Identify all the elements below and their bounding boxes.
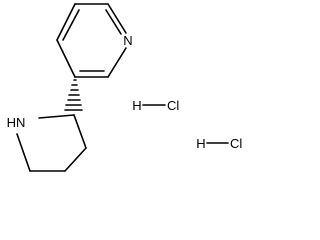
- bond: [107, 3, 127, 34]
- bond: [56, 39, 76, 78]
- bond: [56, 3, 76, 41]
- bond: [64, 147, 87, 172]
- pyridine-nitrogen-label: N: [123, 33, 132, 48]
- bond: [16, 133, 31, 172]
- hcl-salt-1: H Cl: [132, 98, 179, 113]
- salt-chlorine-label: Cl: [230, 136, 242, 151]
- bond: [107, 47, 127, 78]
- salt-hydrogen-label: H: [132, 98, 141, 113]
- hcl-salt-2: H Cl: [196, 136, 242, 151]
- double-bond-inner: [105, 9, 122, 35]
- salt-chlorine-label: Cl: [167, 98, 179, 113]
- chemical-structure: N HN H Cl H Cl: [7, 3, 242, 172]
- pyrrolidine-nh-label: HN: [7, 115, 26, 130]
- salt-hydrogen-label: H: [196, 136, 205, 151]
- bond: [38, 114, 75, 119]
- pyridine-ring: [56, 3, 127, 78]
- double-bond-inner: [62, 9, 80, 41]
- bond: [73, 114, 87, 149]
- hashed-wedge-bond: [64, 79, 83, 111]
- pyrrolidine-ring: [16, 114, 87, 172]
